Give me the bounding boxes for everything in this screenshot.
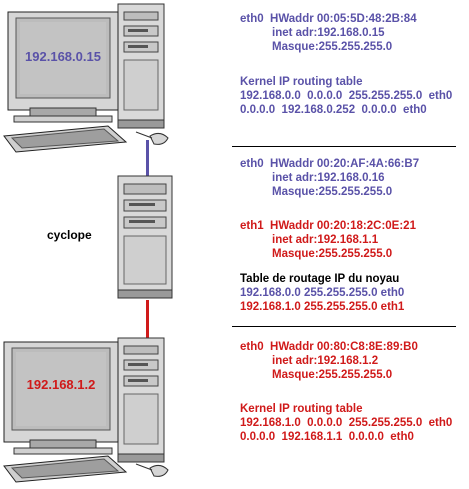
- separator-bottom: [232, 326, 456, 327]
- top-inet-line: inet adr:192.168.0.15: [272, 27, 385, 39]
- bottom-screen-ip: 192.168.1.2: [26, 377, 96, 392]
- bottom-monitor-icon: [3, 341, 119, 455]
- bottom-inet-line: inet adr:192.168.1.2: [272, 355, 379, 367]
- router-eth0-mask: Masque:255.255.255.0: [272, 186, 393, 198]
- separator-top: [232, 146, 456, 147]
- top-tower-icon: [117, 3, 165, 129]
- cable-top: [146, 140, 149, 180]
- top-keyboard-icon: [3, 125, 128, 153]
- router-eth0-inet: inet adr:192.168.0.16: [272, 172, 385, 184]
- router-route-2: 192.168.1.0 255.255.255.0 eth1: [240, 301, 405, 313]
- bottom-routing-title: Kernel IP routing table: [240, 403, 363, 415]
- top-screen-ip: 192.168.0.15: [25, 49, 101, 64]
- router-name: cyclope: [47, 228, 92, 242]
- top-route-2: 0.0.0.0 192.168.0.252 0.0.0.0 eth0: [240, 104, 427, 116]
- bottom-mouse-icon: [135, 463, 169, 477]
- bottom-tower-icon: [117, 337, 165, 463]
- cable-bottom: [146, 300, 149, 342]
- top-mask-line: Masque:255.255.255.0: [272, 41, 393, 53]
- top-monitor-icon: [7, 11, 119, 123]
- router-eth0-line: eth0 HWaddr 00:20:AF:4A:66:B7: [240, 158, 420, 170]
- bottom-keyboard-icon: [3, 455, 128, 483]
- top-eth0-line: eth0 HWaddr 00:05:5D:48:2B:84: [240, 13, 417, 25]
- bottom-route-2: 0.0.0.0 192.168.1.1 0.0.0.0 eth0: [240, 431, 414, 443]
- top-mouse-icon: [135, 131, 169, 145]
- router-route-1: 192.168.0.0 255.255.255.0 eth0: [240, 287, 405, 299]
- router-tower-icon: [117, 175, 173, 299]
- router-eth1-mask: Masque:255.255.255.0: [272, 248, 393, 260]
- top-computer: [3, 3, 169, 153]
- router-eth1-inet: inet adr:192.168.1.1: [272, 234, 379, 246]
- router-eth1-line: eth1 HWaddr 00:20:18:2C:0E:21: [240, 220, 416, 232]
- bottom-computer: [3, 337, 169, 483]
- bottom-mask-line: Masque:255.255.255.0: [272, 369, 393, 381]
- router-routing-title: Table de routage IP du noyau: [240, 273, 400, 285]
- bottom-eth0-line: eth0 HWaddr 00:80:C8:8E:89:B0: [240, 341, 418, 353]
- top-routing-title: Kernel IP routing table: [240, 76, 363, 88]
- bottom-route-1: 192.168.1.0 0.0.0.0 255.255.255.0 eth0: [240, 417, 453, 429]
- top-route-1: 192.168.0.0 0.0.0.0 255.255.255.0 eth0: [240, 90, 453, 102]
